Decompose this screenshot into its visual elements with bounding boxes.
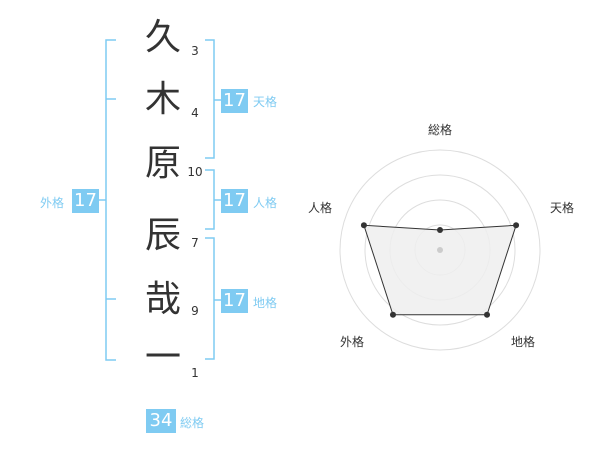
stroke-count-4: 7 [191,236,199,250]
radar-point-5 [360,222,367,229]
stroke-count-3: 10 [187,165,203,179]
gaikaku-value: 17 [72,189,99,213]
jinkaku-value: 17 [221,189,248,213]
name-char-4: 辰 [144,215,181,256]
radar-ring [339,149,541,351]
soukaku-value: 34 [146,409,176,433]
stroke-count-1: 3 [191,44,199,58]
tenkaku-label: 天格 [253,95,278,109]
radar-point-1 [437,227,443,233]
radar-center-dot [437,247,443,253]
tenkaku-value: 17 [221,89,248,113]
chikaku-bracket [205,237,221,360]
gaikaku-label: 外格 [40,196,65,210]
stroke-count-5: 9 [191,304,199,318]
radar-label-soukaku: 総格 [427,123,452,137]
radar-label-gaikaku: 外格 [339,335,364,349]
soukaku-label: 総格 [180,416,205,430]
name-char-3: 原 [144,143,181,184]
jinkaku-bracket [205,169,221,230]
stroke-count-6: 1 [191,366,199,380]
name-char-2: 木 [144,79,181,120]
name-char-5: 哉 [144,279,181,320]
radar-label-jinkaku: 人格 [307,201,332,215]
chikaku-value: 17 [221,289,248,313]
radar-polygon [363,224,517,316]
gaikaku-bracket [99,39,116,361]
radar-label-tenkaku: 天格 [549,201,574,215]
tenkaku-bracket [205,39,221,159]
name-char-6: 一 [144,337,181,378]
radar-point-3 [484,311,491,318]
radar-point-4 [389,311,396,318]
radar-point-2 [513,222,520,229]
chikaku-label: 地格 [253,296,278,310]
radar-chart [339,149,541,351]
radar-label-chikaku: 地格 [510,335,535,349]
name-char-1: 久 [144,17,181,58]
radar-ring [364,174,516,326]
jinkaku-label: 人格 [253,196,278,210]
stroke-count-2: 4 [191,106,199,120]
